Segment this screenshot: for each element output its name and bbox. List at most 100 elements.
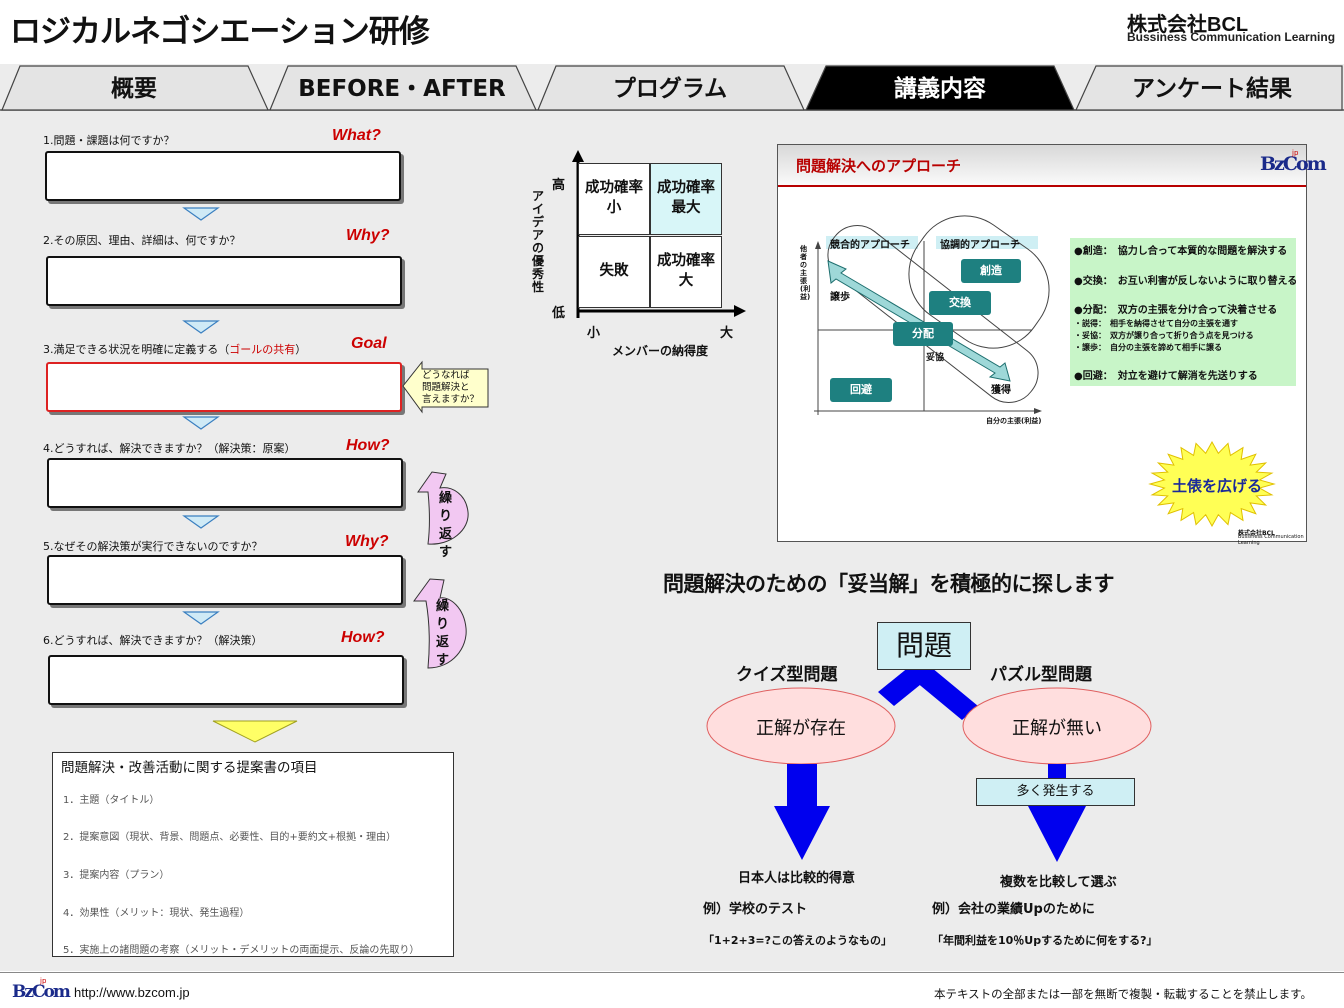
matrix-small-label: 小	[587, 326, 601, 341]
proposal-item: 2．提案意図（現状、背景、問題点、必要性、目的+要約文+根拠・理由）	[63, 832, 397, 843]
quiz-result: 日本人は比較的得意	[738, 871, 856, 886]
slide-logo-sup: jp	[1292, 149, 1299, 157]
matrix-cell-top-left: 成功確率 小	[578, 163, 650, 235]
explanation-line: ・妥協： 双方が譲り合って折り合う点を見つける	[1074, 331, 1254, 340]
question-4-label: 4.どうすれば、解決できますか？（解決策：原案）	[43, 442, 296, 455]
starburst-text: 土俵を広げる	[1172, 477, 1263, 495]
quiz-type-title: クイズ型問題	[736, 665, 838, 685]
puzzle-result: 複数を比較して選ぶ	[1000, 875, 1117, 890]
question-6-label: 6.どうすれば、解決できますか？（解決策）	[43, 634, 263, 647]
quiz-down-arrow	[774, 764, 830, 860]
proposal-title: 問題解決・改善活動に関する提案書の項目	[61, 760, 318, 776]
down-arrow-icon	[182, 611, 220, 625]
often-occurs-box: 多く発生する	[976, 778, 1135, 806]
matrix-high-label: 高	[552, 178, 566, 193]
proposal-item: 4．効果性（メリット：現状、発生過程）	[63, 908, 250, 919]
explanation-line: ●交換： お互い利害が反しないように取り替える	[1074, 276, 1298, 287]
question-4-tag: How?	[346, 437, 390, 454]
question-6-tag: How?	[341, 629, 385, 646]
callout-text: どうなれば 問題解決と 言えますか？	[422, 370, 479, 406]
company-name: 株式会社BCL	[1127, 14, 1249, 36]
callout-line-1: どうなれば	[422, 370, 470, 381]
big-down-arrow-icon	[212, 720, 298, 743]
slide-footer-company: 株式会社BCL	[1238, 530, 1275, 537]
matrix-cell-bottom-left-text: 失敗	[599, 263, 629, 280]
question-5-box	[47, 555, 403, 605]
matrix-x-label: メンバーの納得度	[612, 344, 709, 358]
callout-line-2: 問題解決と	[422, 382, 470, 393]
footer-logo: BzCom	[12, 982, 71, 1002]
question-3-label-highlight: ゴールの共有	[229, 343, 296, 356]
win-label: 獲得	[991, 385, 1011, 396]
explanation-line: ●回避： 対立を避けて解消を先送りする	[1074, 371, 1258, 382]
matrix-cell-bottom-right: 成功確率 大	[650, 236, 722, 308]
problem-box: 問題	[877, 622, 971, 670]
problem-branch-right	[904, 658, 978, 720]
puzzle-type-title: パズル型問題	[990, 665, 1092, 685]
tab-overview[interactable]: 概要	[111, 76, 157, 102]
tab-lecture-content[interactable]: 講義内容	[894, 76, 986, 102]
question-3-label-post: ）	[295, 343, 307, 356]
question-3-label-pre: 3.満足できる状況を明確に定義する（	[43, 343, 230, 356]
question-6-box	[48, 655, 404, 705]
problem-types-diagram	[706, 658, 1152, 862]
tab-before-after[interactable]: BEFORE・AFTER	[298, 76, 506, 102]
footer-notice: 本テキストの全部または一部を無断で複製・転載することを禁止します。	[934, 987, 1313, 1001]
slide-title: 問題解決へのアプローチ	[796, 157, 962, 175]
slide-title-underline	[778, 185, 1306, 187]
repeat-label-2: 繰り返す	[436, 599, 450, 668]
tab-survey-results[interactable]: アンケート結果	[1131, 76, 1293, 102]
puzzle-quote: 「年間利益を10％Upするために何をする?」	[932, 934, 1158, 947]
slide-x-axis-label: 自分の主張(利益)	[986, 417, 1042, 425]
matrix-low-label: 低	[552, 306, 566, 321]
question-2-box	[46, 256, 402, 306]
matrix-cell-bottom-right-text: 成功確率 大	[657, 253, 715, 289]
question-5-tag: Why?	[345, 533, 389, 550]
question-2-tag: Why?	[346, 227, 390, 244]
explanation-line: ●分配： 双方の主張を分け合って決着させる	[1074, 305, 1278, 316]
puzzle-down-arrow	[1028, 764, 1086, 862]
proposal-item: 5．実施上の諸問題の考察（メリット・デメリットの両面提示、反論の先取り）	[63, 945, 420, 956]
explanation-line: ・説得： 相手を納得させて自分の主張を通す	[1074, 319, 1238, 328]
repeat-arrow-icon-2	[413, 578, 467, 669]
down-arrow-icon	[182, 207, 220, 221]
slide-title-bar	[778, 145, 1306, 185]
matrix-large-label: 大	[720, 326, 734, 341]
puzzle-ellipse-text: 正解が無い	[1012, 718, 1102, 739]
quiz-example: 例）学校のテスト	[703, 902, 808, 917]
avoid-box: 回避	[830, 378, 892, 402]
down-arrow-icon	[182, 416, 220, 430]
repeat-label-1: 繰り返す	[439, 491, 453, 560]
question-1-tag: What?	[332, 127, 381, 144]
question-3-tag: Goal	[351, 335, 387, 352]
slide-logo: BzCom	[1260, 153, 1327, 175]
callout-line-3: 言えますか？	[422, 394, 480, 405]
footer	[0, 973, 1344, 1008]
question-4-box	[47, 458, 403, 508]
repeat-arrow-icon-1	[417, 471, 469, 545]
footer-url[interactable]: http://www.bzcom.jp	[74, 985, 190, 1000]
quiz-ellipse-text: 正解が存在	[756, 718, 846, 739]
competitive-approach-label: 競合的アプローチ	[830, 240, 910, 251]
problem-types-headline: 問題解決のための「妥当解」を積極的に探します	[663, 572, 1115, 596]
question-3-box	[46, 362, 402, 412]
matrix-cell-top-left-text: 成功確率 小	[585, 180, 643, 216]
question-2-label: 2.その原因、理由、詳細は、何ですか？	[43, 234, 241, 247]
matrix-y-label: アイデアの優秀性	[532, 189, 545, 294]
exchange-box: 交換	[929, 291, 991, 315]
puzzle-example: 例）会社の業績Upのために	[932, 902, 1095, 917]
slide-footer-sub: Bussiness Communication Learning	[1238, 534, 1304, 546]
explanation-line: ・譲歩： 自分の主張を諦めて相手に譲る	[1074, 343, 1222, 352]
proposal-box: 問題解決・改善活動に関する提案書の項目 1．主題（タイトル） 2．提案意図（現状…	[52, 752, 454, 957]
cooperative-approach-label: 協調的アプローチ	[940, 240, 1020, 251]
yield-label: 妥協	[926, 353, 945, 363]
flow-connectors	[182, 207, 489, 743]
question-1-label: 1.問題・課題は何ですか？	[43, 134, 175, 147]
distribute-box: 分配	[893, 322, 953, 346]
page-title: ロジカルネゴシエーション研修	[10, 14, 430, 50]
proposal-item: 1．主題（タイトル）	[63, 795, 160, 806]
question-3-label: 3.満足できる状況を明確に定義する（ゴールの共有）	[43, 341, 306, 357]
company-subtitle: Bussiness Communication Learning	[1127, 30, 1336, 44]
tab-program[interactable]: プログラム	[612, 76, 728, 102]
slide-y-axis-label: 他者の主張(利益)	[800, 245, 811, 301]
